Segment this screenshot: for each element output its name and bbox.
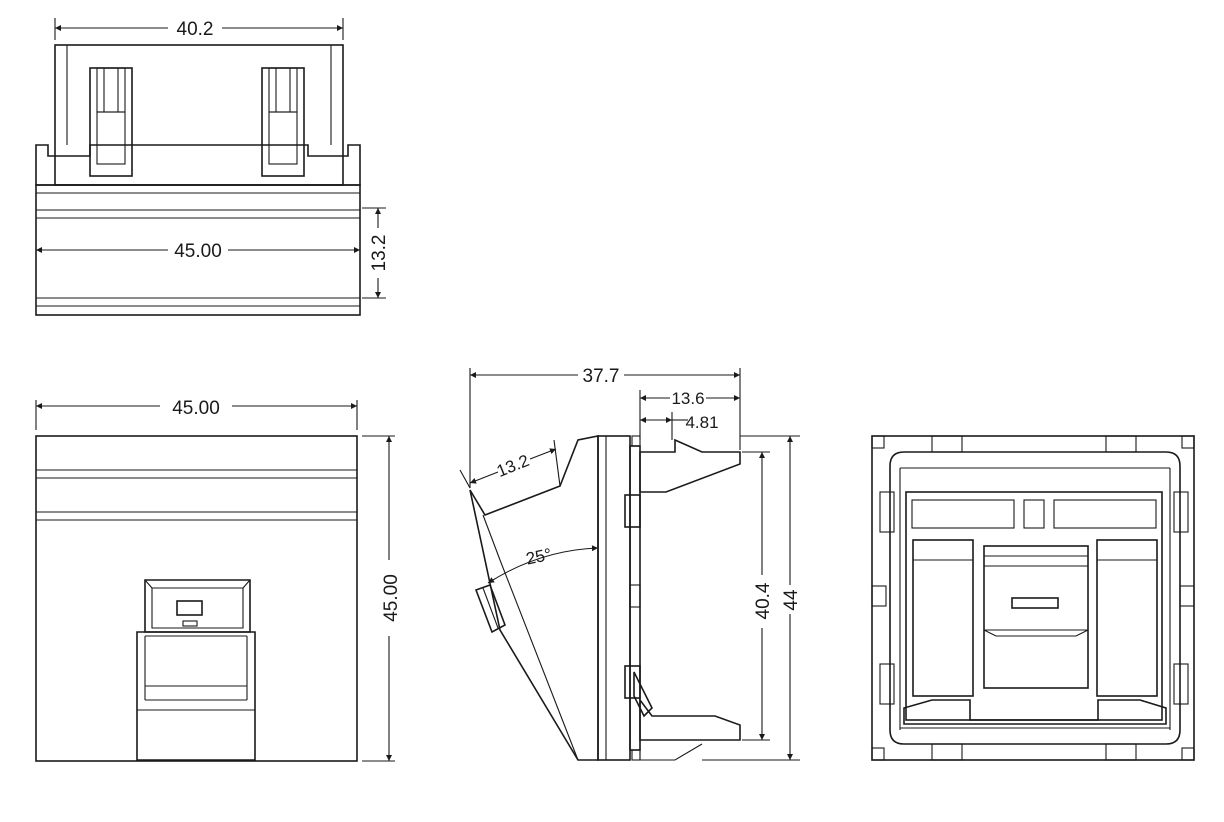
clip-right <box>261 67 305 177</box>
dim-front-width: 45.00 <box>172 398 220 419</box>
dim-side-total-height: 44 <box>781 589 802 611</box>
dim-top-base-width: 45.00 <box>174 241 222 262</box>
clip-left <box>89 67 133 177</box>
dim-side-angle: 25° <box>524 545 553 569</box>
dim-side-offset: 4.81 <box>685 413 718 432</box>
side-view: 37.7 13.6 4.81 13.2 25° 40.4 44 <box>459 366 802 761</box>
dim-top-height: 13.2 <box>369 235 390 272</box>
rj45-jack <box>136 579 256 761</box>
dim-side-depth: 37.7 <box>583 366 620 387</box>
dim-side-body-depth: 13.6 <box>671 389 704 408</box>
dim-top-width: 40.2 <box>177 19 214 40</box>
rear-view <box>871 435 1195 761</box>
top-view: 40.2 45.00 13.2 <box>35 18 390 316</box>
dim-side-face-length: 13.2 <box>494 451 532 481</box>
dim-side-inner-height: 40.4 <box>753 582 774 619</box>
dim-front-height: 45.00 <box>381 574 402 622</box>
front-view: 45.00 45.00 <box>35 398 402 762</box>
